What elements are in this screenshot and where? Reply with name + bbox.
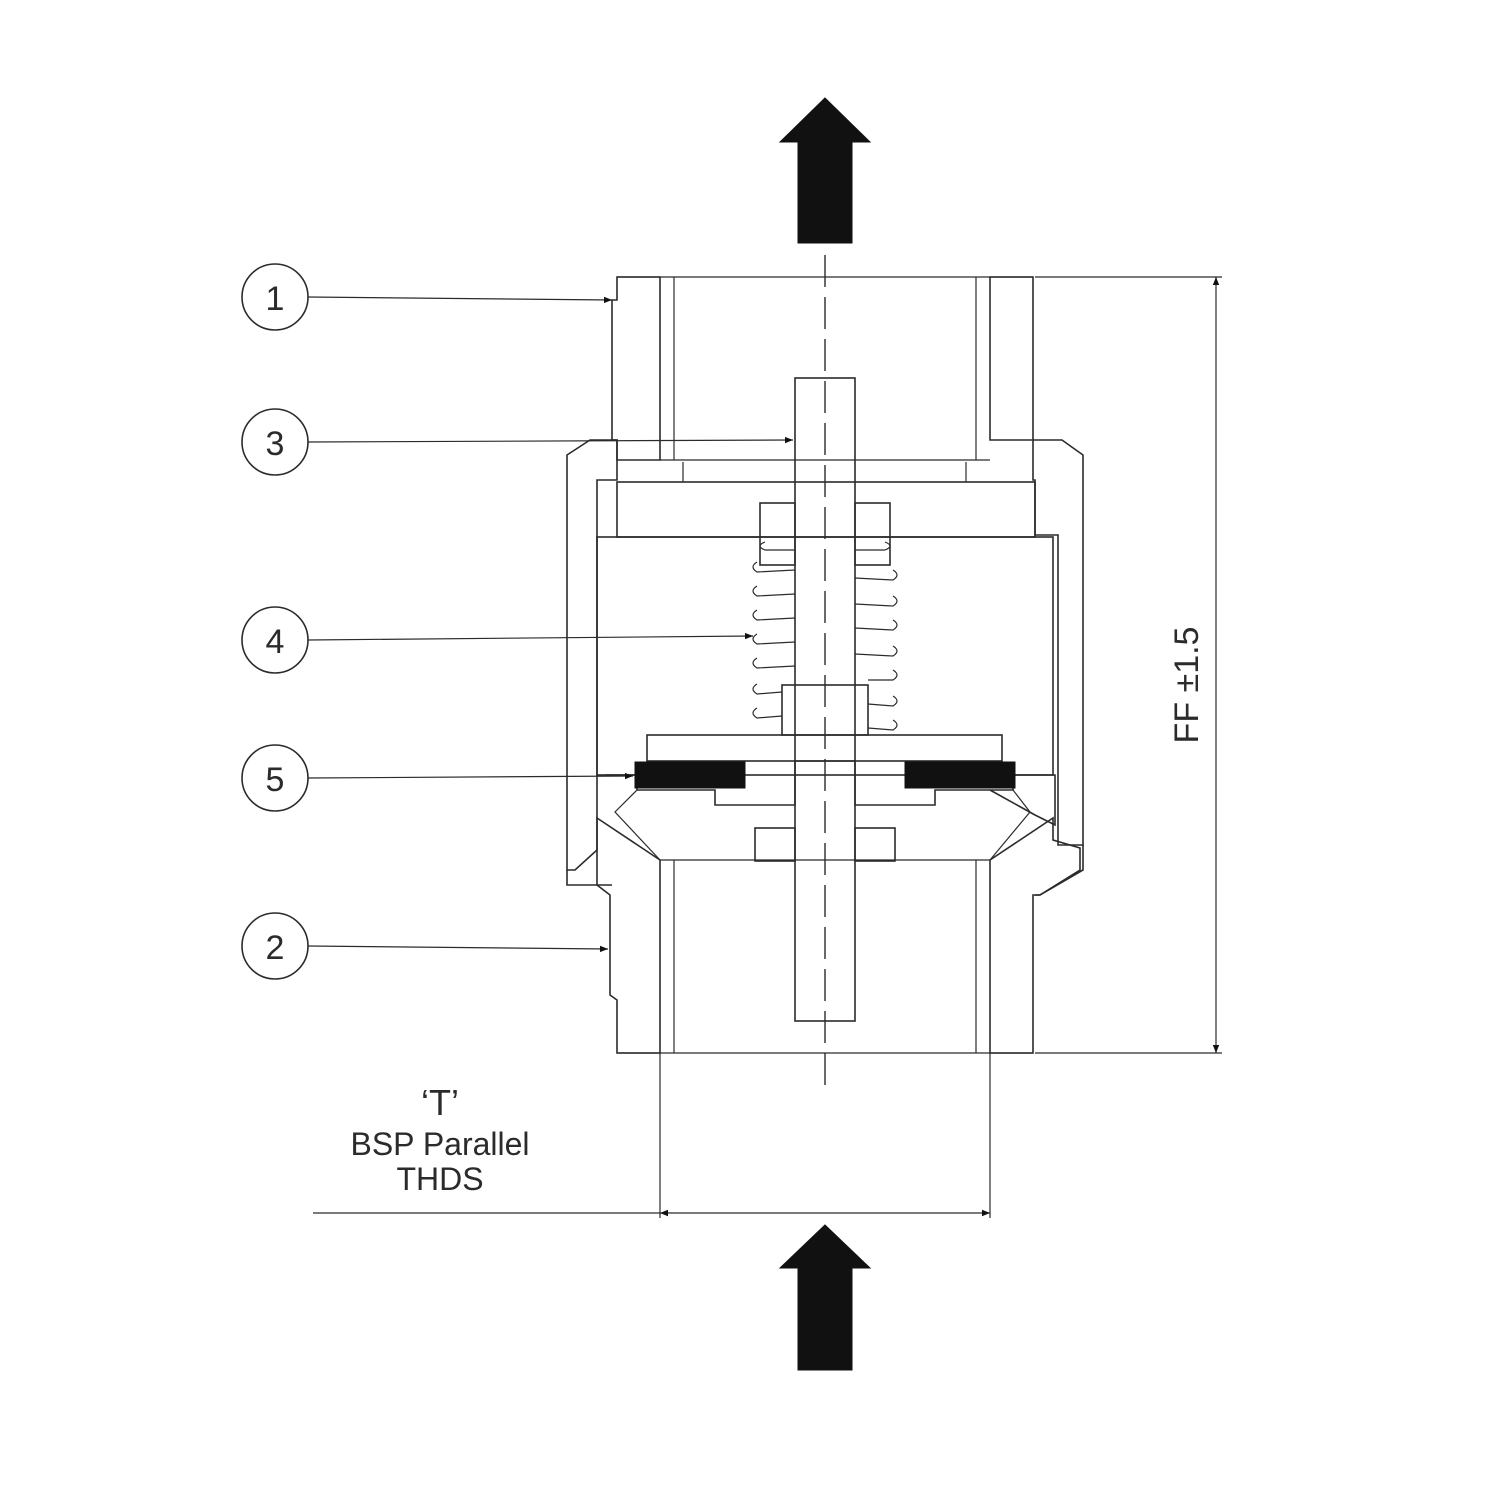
thread-type-label-2: THDS (396, 1161, 483, 1197)
valve-disc (605, 734, 1056, 862)
callout-number: 5 (266, 761, 285, 799)
top-connector-body (611, 276, 1034, 461)
thread-size-label: ‘T’ (421, 1082, 459, 1123)
callout-4: 4 (241, 606, 754, 674)
seal-ring (634, 761, 1016, 789)
valve-stem (794, 377, 856, 1022)
callout-5: 5 (241, 744, 634, 812)
height-dimension: FF ±1.5 (1035, 276, 1222, 1054)
callout-number: 1 (266, 280, 285, 318)
callout-number: 3 (266, 425, 285, 463)
height-dimension-label: FF ±1.5 (1168, 627, 1206, 744)
callout-number: 4 (266, 623, 285, 661)
callout-1: 1 (241, 263, 613, 331)
flow-arrow-up-icon (778, 97, 872, 244)
spring (752, 541, 898, 731)
callout-2: 2 (241, 912, 609, 980)
bottom-connector-body (596, 789, 1081, 1054)
callout-number: 2 (266, 929, 285, 967)
flow-arrow-up-icon (778, 1224, 872, 1371)
callout-3: 3 (241, 408, 794, 476)
thread-dimension: ‘T’ BSP Parallel THDS (313, 1053, 991, 1218)
thread-type-label: BSP Parallel (350, 1126, 529, 1162)
